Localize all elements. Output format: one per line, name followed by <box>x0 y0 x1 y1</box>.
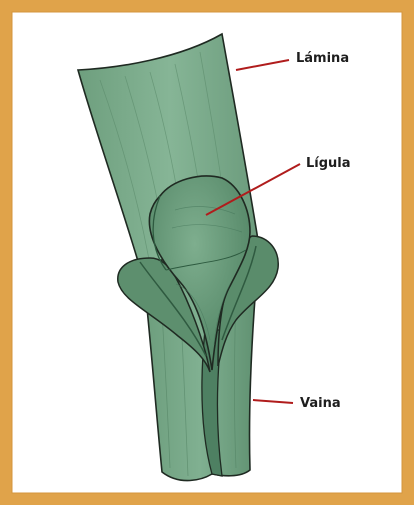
label-lamina: Lámina <box>296 51 349 66</box>
leader-line-lamina <box>236 60 289 70</box>
label-vaina: Vaina <box>300 396 341 411</box>
label-ligula: Lígula <box>306 156 351 171</box>
leader-line-vaina <box>253 400 293 403</box>
